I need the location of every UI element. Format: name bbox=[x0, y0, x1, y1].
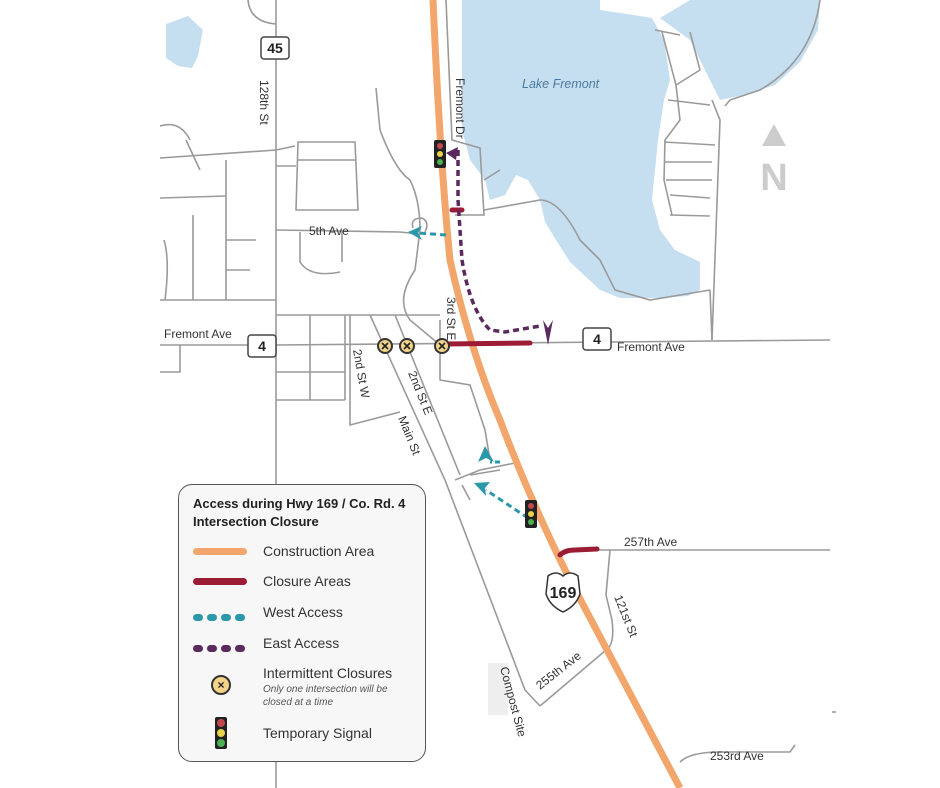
compost-site-area bbox=[488, 663, 508, 715]
label-fremont-ave-west: Fremont Ave bbox=[164, 327, 232, 341]
hwy45-shield: 45 bbox=[260, 36, 290, 60]
closure-fremont-ave bbox=[442, 340, 533, 347]
temporary-signal-south bbox=[525, 500, 537, 528]
label-fremont-ave-east: Fremont Ave bbox=[617, 340, 685, 354]
label-255th-ave: 255th Ave bbox=[533, 648, 584, 692]
closure-line-icon bbox=[193, 578, 247, 585]
label-fremont-dr: Fremont Dr bbox=[453, 78, 467, 139]
legend-item-intermittent: × Intermittent Closures Only one interse… bbox=[179, 663, 427, 713]
east-access-dashes-icon bbox=[193, 639, 249, 652]
temporary-signal-north bbox=[434, 140, 446, 168]
co-rd4-shield-east: 4 bbox=[582, 327, 612, 351]
west-access-arrow-5th bbox=[408, 226, 422, 240]
svg-text:45: 45 bbox=[267, 40, 283, 56]
north-arrow: N bbox=[756, 124, 792, 201]
east-access-route bbox=[456, 150, 541, 334]
legend-item-closure: Closure Areas bbox=[179, 571, 427, 593]
label-253rd-ave: 253rd Ave bbox=[710, 749, 764, 763]
small-lake bbox=[166, 16, 203, 68]
lake-fremont-east-lobe bbox=[660, 0, 820, 100]
label-2nd-st-e: 2nd St E bbox=[405, 369, 435, 417]
label-3rd-st-e: 3rd St E bbox=[444, 297, 458, 340]
legend-item-construction: Construction Area bbox=[179, 541, 427, 563]
label-128th-st: 128th St bbox=[257, 80, 271, 125]
label-2nd-st-w: 2nd St W bbox=[350, 348, 372, 400]
west-access-dashes-icon bbox=[193, 608, 249, 621]
intermittent-closure-markers bbox=[377, 338, 450, 354]
construction-line-icon bbox=[193, 548, 247, 555]
label-main-st: Main St bbox=[395, 414, 423, 458]
closure-257th bbox=[557, 546, 600, 558]
west-access-south-b bbox=[485, 488, 529, 520]
map-legend: Access during Hwy 169 / Co. Rd. 4 Inters… bbox=[178, 484, 426, 762]
lake-fremont-label: Lake Fremont bbox=[522, 77, 600, 91]
label-257th-ave: 257th Ave bbox=[624, 535, 677, 549]
legend-item-east-access: East Access bbox=[179, 633, 427, 655]
x-circle-icon: × bbox=[211, 675, 231, 695]
lake-fremont bbox=[462, 0, 700, 298]
road-network bbox=[159, 0, 836, 788]
west-access-arrow-south-b bbox=[474, 482, 490, 496]
east-access-arrow-north bbox=[446, 147, 458, 160]
label-5th-ave: 5th Ave bbox=[309, 224, 349, 238]
east-access-arrow-south bbox=[543, 320, 553, 345]
legend-title: Access during Hwy 169 / Co. Rd. 4 Inters… bbox=[193, 496, 406, 529]
legend-item-signal: Temporary Signal bbox=[179, 717, 427, 755]
us169-shield: 169 bbox=[545, 572, 581, 613]
label-121st-st: 121st St bbox=[611, 593, 641, 640]
co-rd4-shield-west: 4 bbox=[247, 334, 277, 358]
west-access-5th bbox=[417, 231, 447, 237]
west-access-arrow-south-a bbox=[478, 446, 494, 462]
svg-text:4: 4 bbox=[258, 338, 266, 354]
north-label: N bbox=[760, 157, 787, 196]
legend-item-west-access: West Access bbox=[179, 602, 427, 624]
svg-text:4: 4 bbox=[593, 331, 601, 347]
traffic-signal-icon bbox=[215, 717, 227, 749]
north-arrow-icon bbox=[762, 124, 786, 146]
svg-text:169: 169 bbox=[550, 585, 577, 602]
